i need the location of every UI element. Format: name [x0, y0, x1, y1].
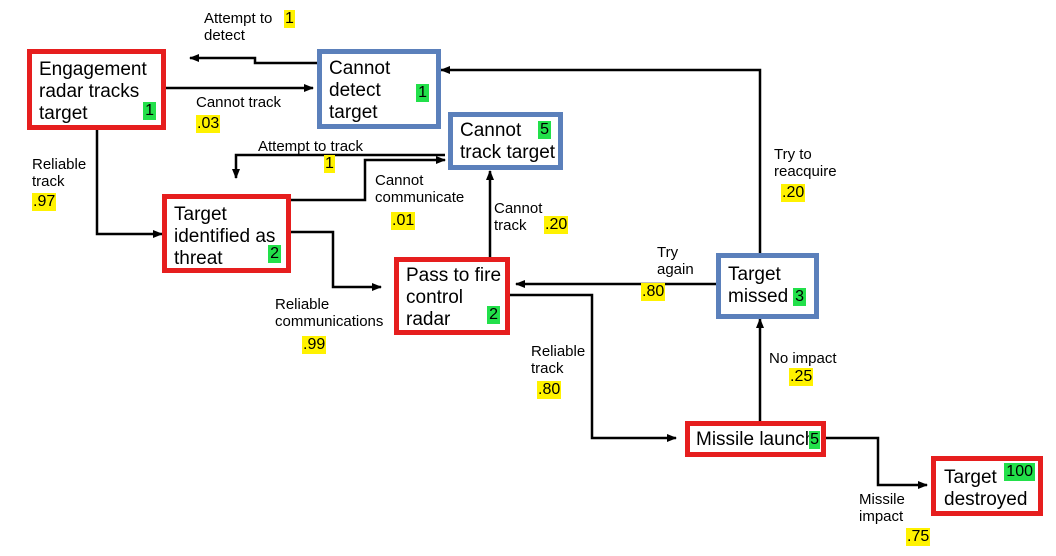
edge-label-cannot-track-2: Cannot track — [494, 200, 543, 234]
edge-prob-no-impact: .25 — [789, 368, 814, 386]
edge-label-reliable-track: Reliable track — [32, 156, 87, 190]
edge-prob-reliable-track-2: .80 — [537, 381, 562, 399]
edge-prob-cannot-track-2: .20 — [544, 216, 569, 234]
node-value-badge: 1 — [143, 102, 156, 120]
node-value-badge: 5 — [538, 121, 551, 139]
edge-label-reliable-track-2: Reliable track — [531, 343, 586, 377]
arrow-reliable-comm — [291, 230, 382, 291]
node-label: Missile launch — [696, 429, 816, 450]
edge-label-try-again: Try again — [657, 244, 694, 278]
arrow-cannot-communicate — [291, 156, 446, 202]
edge-prob-reliable-comm: .99 — [302, 336, 327, 354]
node-value-badge: 2 — [268, 245, 281, 263]
node-label: Pass to fire control radar — [406, 265, 502, 330]
edge-label-cannot-communicate: Cannot communicate — [375, 172, 465, 206]
edge-prob-attempt-detect: 1 — [284, 10, 295, 28]
arrow-try-reacquire — [440, 66, 762, 253]
edge-label-no-impact: No impact — [769, 350, 837, 367]
edge-label-reliable-comm: Reliable communications — [275, 296, 384, 330]
edge-prob-cannot-communicate: .01 — [391, 212, 416, 230]
node-pass-to-fire-control: Pass to fire control radar 2 — [394, 257, 510, 335]
node-target-identified: Target identified as threat 2 — [162, 194, 291, 273]
node-target-missed: Target missed 3 — [716, 253, 819, 319]
node-label: Target destroyed — [944, 467, 1028, 510]
node-label: Cannot track target — [460, 120, 556, 163]
edge-label-cannot-track: Cannot track — [196, 94, 282, 111]
node-value-badge: 3 — [793, 288, 806, 306]
node-cannot-track-target: Cannot track target 5 — [448, 112, 563, 170]
node-value-badge: 100 — [1004, 463, 1035, 481]
node-cannot-detect: Cannot detect target 1 — [317, 49, 441, 129]
node-label: Target identified as threat — [174, 204, 276, 269]
node-label: Engagement radar tracks target — [39, 59, 147, 124]
node-value-badge: 1 — [416, 84, 429, 102]
arrow-missile-impact — [826, 436, 928, 489]
node-value-badge: 2 — [487, 306, 500, 324]
arrow-reliable-track-2 — [510, 293, 677, 442]
edge-label-missile-impact: Missile impact — [859, 491, 905, 525]
edge-prob-reliable-track: .97 — [32, 193, 57, 211]
edge-label-try-reacquire: Try to reacquire — [774, 146, 837, 180]
node-label: Target missed — [728, 264, 789, 307]
node-missile-launch: Missile launch 5 — [685, 421, 826, 457]
node-value-badge: 5 — [809, 431, 820, 449]
arrow-attempt-track — [232, 153, 445, 179]
arrow-reliable-track — [95, 130, 163, 238]
edge-label-attempt-track: Attempt to track — [258, 138, 364, 155]
edge-prob-try-reacquire: .20 — [781, 184, 806, 202]
node-target-destroyed: Target destroyed 100 — [931, 456, 1043, 516]
edge-prob-cannot-track: .03 — [196, 115, 221, 133]
node-engagement-radar: Engagement radar tracks target 1 — [27, 49, 166, 130]
arrow-attempt-detect — [189, 54, 317, 65]
edge-prob-try-again: .80 — [641, 283, 666, 301]
node-label: Cannot detect target — [329, 58, 391, 123]
edge-prob-attempt-track: 1 — [324, 155, 335, 173]
edge-prob-missile-impact: .75 — [906, 528, 931, 546]
edge-label-attempt-detect: Attempt to detect — [204, 10, 273, 44]
